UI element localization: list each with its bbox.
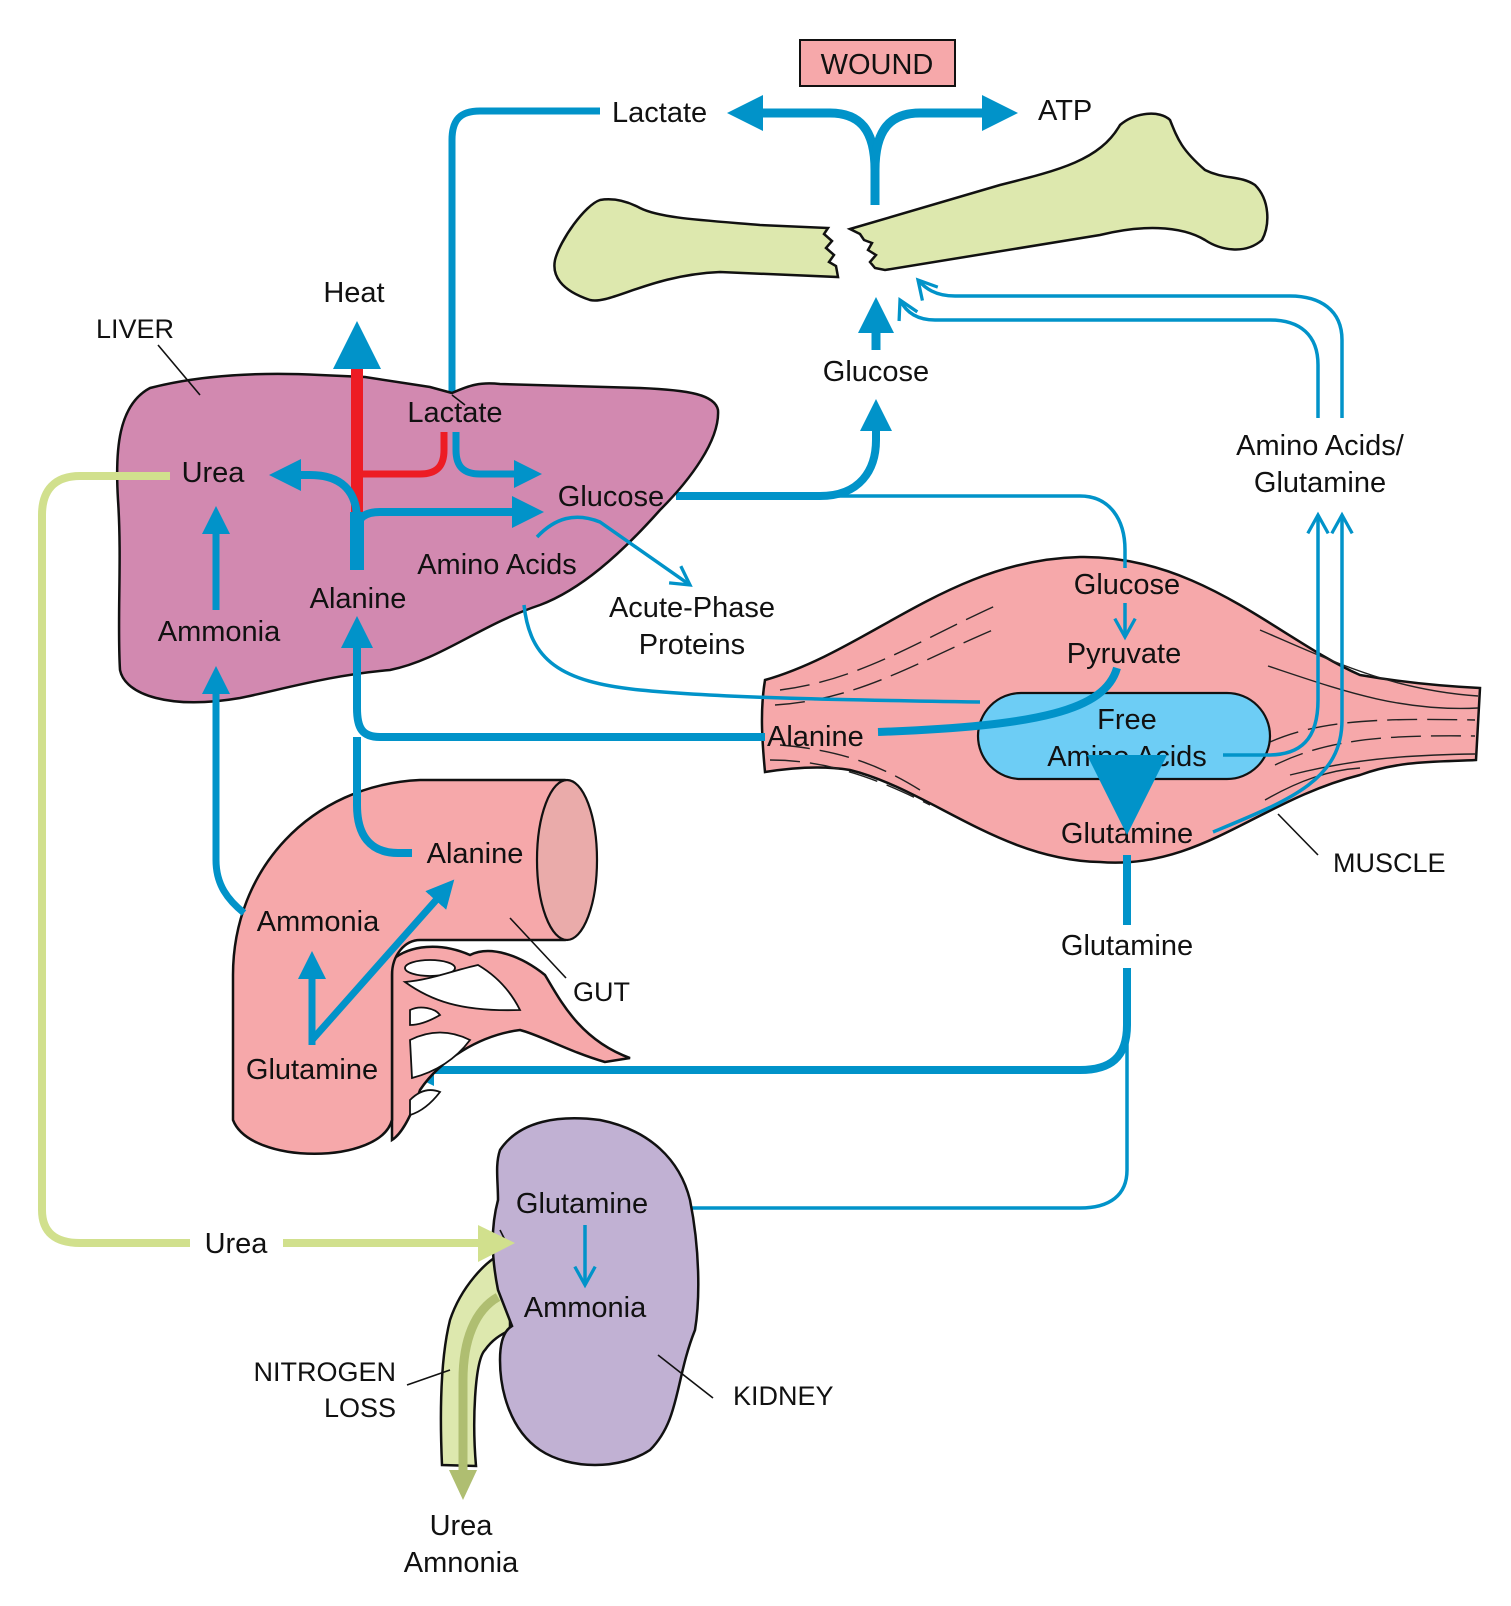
muscle-leader-line — [1277, 813, 1319, 856]
kidney-organ-label: KIDNEY — [733, 1381, 834, 1411]
liver-glucose-to-muscle-line — [820, 494, 1127, 568]
liver-amino-acids-label: Amino Acids — [417, 549, 577, 581]
glutamine-to-kidney-arrow — [656, 1030, 1129, 1220]
gut-ammonia-to-liver-arrow — [202, 666, 247, 916]
muscle-glucose-label: Glucose — [1074, 569, 1180, 601]
amino-acids-to-acute-phase-arrow — [535, 515, 693, 587]
aa-glutamine-label-1: Amino Acids/ — [1236, 430, 1405, 462]
wound-box — [799, 39, 956, 87]
wound-glucose-label: Glucose — [823, 356, 929, 388]
nitrogen-loss-label-2: LOSS — [324, 1393, 396, 1423]
free-aa-label-1: Free — [1097, 704, 1157, 736]
alanine-stem — [350, 512, 364, 570]
lactate-to-heat-branch — [360, 432, 448, 478]
gut-glutamine-to-alanine-arrow — [309, 879, 455, 1043]
wound-to-atp-arrow — [870, 95, 1018, 171]
aa-glutamine-label-2: Glutamine — [1254, 467, 1386, 499]
muscle-fiber — [769, 759, 931, 806]
free-aa-label-2: Amino Acids — [1047, 741, 1207, 773]
muscle-fiber — [1264, 767, 1361, 801]
gut-tube-opening — [535, 778, 599, 942]
liver-ammonia-label: Ammonia — [158, 616, 281, 648]
glutamine-to-aa-glutamine-arrow — [1212, 511, 1354, 834]
free-aa-to-aa-glutamine-arrow — [1223, 511, 1330, 757]
muscle-fiber — [774, 626, 1001, 706]
liver-lactate-label: Lactate — [407, 397, 502, 429]
ureter-flow-line — [458, 1293, 501, 1470]
kidney-ammonia-label: Ammonia — [524, 1292, 647, 1324]
wound-to-lactate-arrow — [727, 95, 880, 205]
muscle-fiber — [1267, 665, 1479, 710]
liver-organ-label: LIVER — [96, 314, 174, 344]
muscle-fiber — [1289, 753, 1476, 776]
muscle-alanine-to-liver-arrow — [341, 616, 765, 741]
muscle-fiber — [1274, 735, 1476, 766]
gut-mesentery — [390, 945, 631, 1143]
excreted-label-1: Urea — [430, 1510, 494, 1542]
muscle-glutamine-out-label: Glutamine — [1061, 930, 1193, 962]
excretion-arrowhead — [449, 1470, 477, 1500]
liver-urea-to-kidney-line — [38, 472, 190, 1247]
muscle-fiber — [779, 744, 921, 791]
lactate-leader-tick — [451, 394, 466, 406]
lactate-to-glucose-arrow — [452, 432, 542, 488]
acute-phase-label-2: Proteins — [639, 629, 745, 661]
muscle-pyruvate-label: Pyruvate — [1067, 638, 1181, 670]
liver-amino-acids-to-muscle-line — [522, 604, 981, 704]
kidney-shape — [491, 1117, 700, 1467]
bone-right — [846, 112, 1269, 272]
kidney-leader-line — [657, 1354, 714, 1399]
gut-organ-label: GUT — [573, 977, 630, 1007]
gut-alanine-to-liver-line — [353, 737, 412, 857]
liver-leader-line — [157, 344, 201, 396]
wound-label: WOUND — [821, 49, 934, 81]
wound-atp-label: ATP — [1038, 95, 1092, 127]
urea-to-kidney-arrowhead — [478, 1225, 515, 1262]
gut-leader-line — [509, 917, 567, 979]
glutamine-to-gut-arrow — [402, 968, 1131, 1086]
gut-ammonia-label: Ammonia — [257, 906, 380, 938]
nitrogen-loss-label-1: NITROGEN — [253, 1357, 396, 1387]
muscle-fiber — [779, 605, 996, 691]
liver-alanine-label: Alanine — [310, 583, 407, 615]
gut-alanine-label: Alanine — [427, 838, 524, 870]
muscle-alanine-label: Alanine — [767, 721, 864, 753]
kidney-glutamine-label: Glutamine — [516, 1188, 648, 1220]
bone-left — [553, 198, 840, 302]
muscle-organ-label: MUSCLE — [1333, 848, 1446, 878]
liver-urea-label: Urea — [182, 457, 246, 489]
liver-shape — [115, 372, 720, 704]
pyruvate-to-alanine-line — [877, 666, 1121, 736]
aa-glutamine-to-wound-line-1 — [897, 296, 1320, 418]
muscle-fiber — [1269, 718, 1476, 743]
muscle-fiber — [1259, 629, 1479, 697]
kidney-urea-in-label: Urea — [205, 1228, 269, 1260]
acute-phase-label-1: Acute-Phase — [609, 592, 775, 624]
aa-glutamine-to-wound-line-2 — [915, 277, 1344, 418]
gut-glutamine-label: Glutamine — [246, 1054, 378, 1086]
nitrogen-loss-leader-line — [406, 1369, 451, 1386]
liver-glucose-label: Glucose — [558, 481, 664, 513]
heat-label: Heat — [323, 277, 384, 309]
lactate-to-liver-line — [448, 107, 600, 395]
muscle-glutamine-label: Glutamine — [1061, 818, 1193, 850]
excreted-label-2: Amnonia — [404, 1547, 519, 1579]
wound-lactate-label: Lactate — [612, 97, 707, 129]
